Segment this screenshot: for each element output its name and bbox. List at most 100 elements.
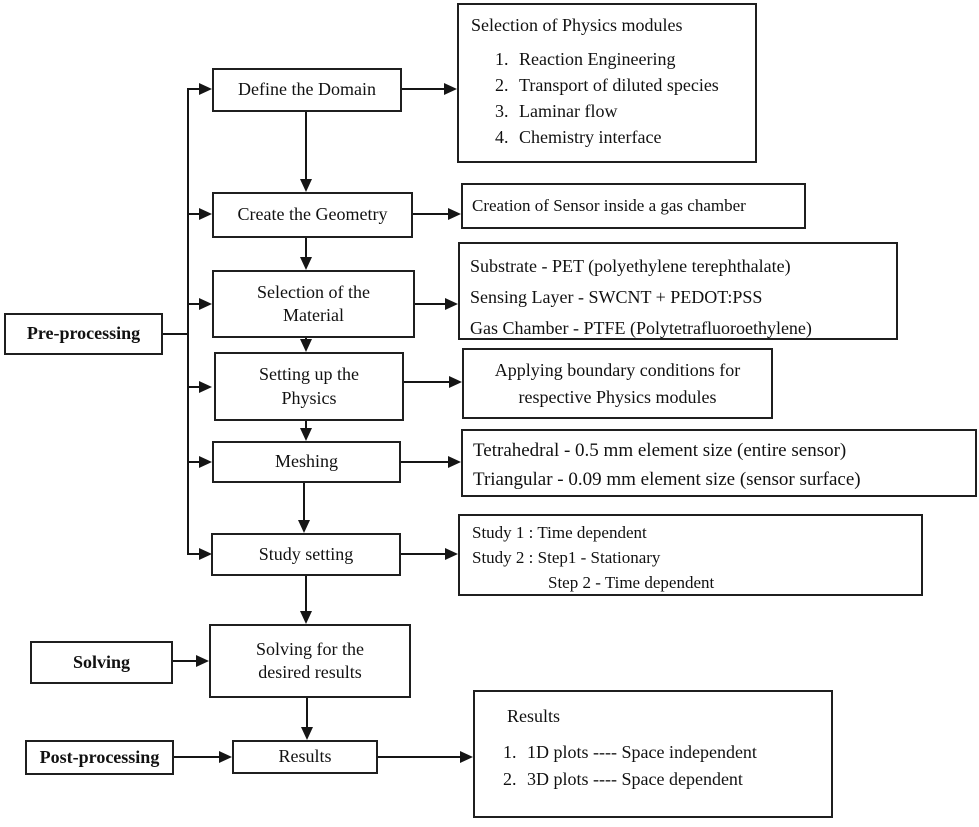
arrowhead-material-to-physics	[300, 339, 312, 352]
arrowhead-trunk-to-meshing	[199, 456, 212, 468]
arrowhead-material-to-materials	[445, 298, 458, 310]
stage-label-pre-processing: Pre-processing	[4, 313, 163, 355]
arrowhead-geometry-to-creation	[448, 208, 461, 220]
stage-label-solving-text: Solving	[72, 651, 131, 672]
connector-trunk-line	[187, 88, 189, 555]
detail-study-settings: Study 1 : Time dependent Study 2 : Step1…	[458, 514, 923, 596]
list-item-number: 3.	[495, 101, 509, 121]
step-define-domain: Define the Domain	[212, 68, 402, 112]
step-setting-physics: Setting up the Physics	[214, 352, 404, 421]
step-results-text: Results	[278, 746, 332, 767]
arrowhead-solving-to-results	[301, 727, 313, 740]
detail-meshing-params-line: Triangular - 0.09 mm element size (senso…	[473, 469, 861, 490]
arrowhead-meshing-to-study	[298, 520, 310, 533]
list-item-number: 4.	[495, 127, 509, 147]
step-create-geometry-text: Create the Geometry	[237, 204, 388, 225]
arrowhead-physics-to-boundary	[449, 376, 462, 388]
stage-label-pre-processing-text: Pre-processing	[26, 323, 141, 344]
detail-materials: Substrate - PET (polyethylene terephthal…	[458, 242, 898, 340]
arrowhead-meshing-to-params	[448, 456, 461, 468]
detail-boundary-conditions-line: respective Physics modules	[518, 386, 717, 407]
connector-trunk-to-setting-physics	[188, 386, 199, 388]
stage-label-solving: Solving	[30, 641, 173, 684]
connector-study-to-solving	[305, 576, 307, 611]
detail-boundary-conditions: Applying boundary conditions for respect…	[462, 348, 773, 419]
connector-material-to-materials	[415, 303, 445, 305]
connector-solving-label-to-step	[173, 660, 196, 662]
connector-trunk-to-meshing	[188, 461, 199, 463]
connector-physics-to-meshing	[305, 421, 307, 428]
detail-physics-modules: Selection of Physics modules 1. Reaction…	[457, 3, 757, 163]
detail-materials-line: Substrate - PET (polyethylene terephthal…	[470, 256, 791, 276]
connector-physics-to-boundary	[404, 381, 449, 383]
arrowhead-trunk-to-selection-material	[199, 298, 212, 310]
step-create-geometry: Create the Geometry	[212, 192, 413, 238]
list-item-number: 2.	[495, 75, 509, 95]
list-item: 2. Transport of diluted species	[495, 72, 743, 98]
connector-post-label-to-results	[174, 756, 219, 758]
step-selection-material: Selection of the Material	[212, 270, 415, 338]
arrowhead-trunk-to-study-setting	[199, 548, 212, 560]
arrowhead-domain-to-geometry	[300, 179, 312, 192]
detail-meshing-params-line: Tetrahedral - 0.5 mm element size (entir…	[473, 440, 847, 461]
detail-boundary-conditions-line: Applying boundary conditions for	[494, 359, 741, 380]
step-solving-results-text: Solving for the desired results	[256, 638, 364, 682]
connector-pre-processing-to-trunk	[163, 333, 189, 335]
arrowhead-post-label-to-results	[219, 751, 232, 763]
list-item-text: Transport of diluted species	[519, 75, 719, 95]
arrowhead-study-to-solving	[300, 611, 312, 624]
detail-study-settings-line: Study 1 : Time dependent	[472, 523, 647, 542]
step-study-setting-text: Study setting	[258, 543, 354, 564]
arrowhead-results-to-results-detail	[460, 751, 473, 763]
detail-results-title: Results	[507, 706, 561, 726]
detail-results: Results 1. 1D plots ---- Space independe…	[473, 690, 833, 818]
list-item-text: 1D plots ---- Space independent	[527, 742, 757, 762]
stage-label-post-processing: Post-processing	[25, 740, 174, 775]
connector-geometry-to-creation	[413, 213, 448, 215]
list-item-text: Reaction Engineering	[519, 49, 676, 69]
step-setting-physics-text: Setting up the Physics	[259, 364, 359, 408]
connector-solving-to-results	[306, 698, 308, 727]
arrowhead-study-to-settings	[445, 548, 458, 560]
step-solving-results: Solving for the desired results	[209, 624, 411, 698]
list-item: 1. 1D plots ---- Space independent	[503, 739, 815, 766]
detail-geometry-creation: Creation of Sensor inside a gas chamber	[461, 183, 806, 229]
connector-domain-to-geometry	[305, 112, 307, 179]
step-results: Results	[232, 740, 378, 774]
connector-trunk-to-create-geometry	[188, 213, 199, 215]
connector-define-to-physics-modules	[402, 88, 444, 90]
detail-physics-modules-list: 1. Reaction Engineering 2. Transport of …	[471, 46, 743, 150]
detail-physics-modules-title: Selection of Physics modules	[471, 15, 683, 35]
arrowhead-solving-label-to-step	[196, 655, 209, 667]
list-item-text: Laminar flow	[519, 101, 618, 121]
detail-materials-line: Gas Chamber - PTFE (Polytetrafluoroethyl…	[470, 318, 812, 338]
step-selection-material-text: Selection of the Material	[257, 281, 370, 325]
step-meshing: Meshing	[212, 441, 401, 483]
list-item: 2. 3D plots ---- Space dependent	[503, 766, 815, 793]
connector-results-to-results-detail	[378, 756, 460, 758]
step-define-domain-text: Define the Domain	[238, 79, 376, 100]
connector-study-to-settings	[401, 553, 445, 555]
arrowhead-trunk-to-create-geometry	[199, 208, 212, 220]
list-item-text: Chemistry interface	[519, 127, 662, 147]
arrowhead-trunk-to-setting-physics	[199, 381, 212, 393]
detail-study-settings-line: Study 2 : Step1 - Stationary	[472, 548, 661, 567]
detail-study-settings-line-indented: Step 2 - Time dependent	[548, 573, 715, 592]
connector-meshing-to-study	[303, 483, 305, 520]
arrowhead-geometry-to-material	[300, 257, 312, 270]
detail-results-list: 1. 1D plots ---- Space independent 2. 3D…	[491, 739, 815, 793]
list-item-number: 1.	[503, 742, 517, 762]
detail-geometry-creation-text: Creation of Sensor inside a gas chamber	[472, 196, 746, 215]
list-item-number: 2.	[503, 769, 517, 789]
arrowhead-physics-to-meshing	[300, 428, 312, 441]
arrowhead-trunk-to-define-domain	[199, 83, 212, 95]
connector-trunk-to-define-domain	[188, 88, 199, 90]
list-item: 1. Reaction Engineering	[495, 46, 743, 72]
detail-materials-line: Sensing Layer - SWCNT + PEDOT:PSS	[470, 287, 763, 307]
detail-meshing-params: Tetrahedral - 0.5 mm element size (entir…	[461, 429, 977, 497]
list-item: 4. Chemistry interface	[495, 124, 743, 150]
stage-label-post-processing-text: Post-processing	[39, 746, 160, 767]
step-study-setting: Study setting	[211, 533, 401, 576]
list-item: 3. Laminar flow	[495, 98, 743, 124]
